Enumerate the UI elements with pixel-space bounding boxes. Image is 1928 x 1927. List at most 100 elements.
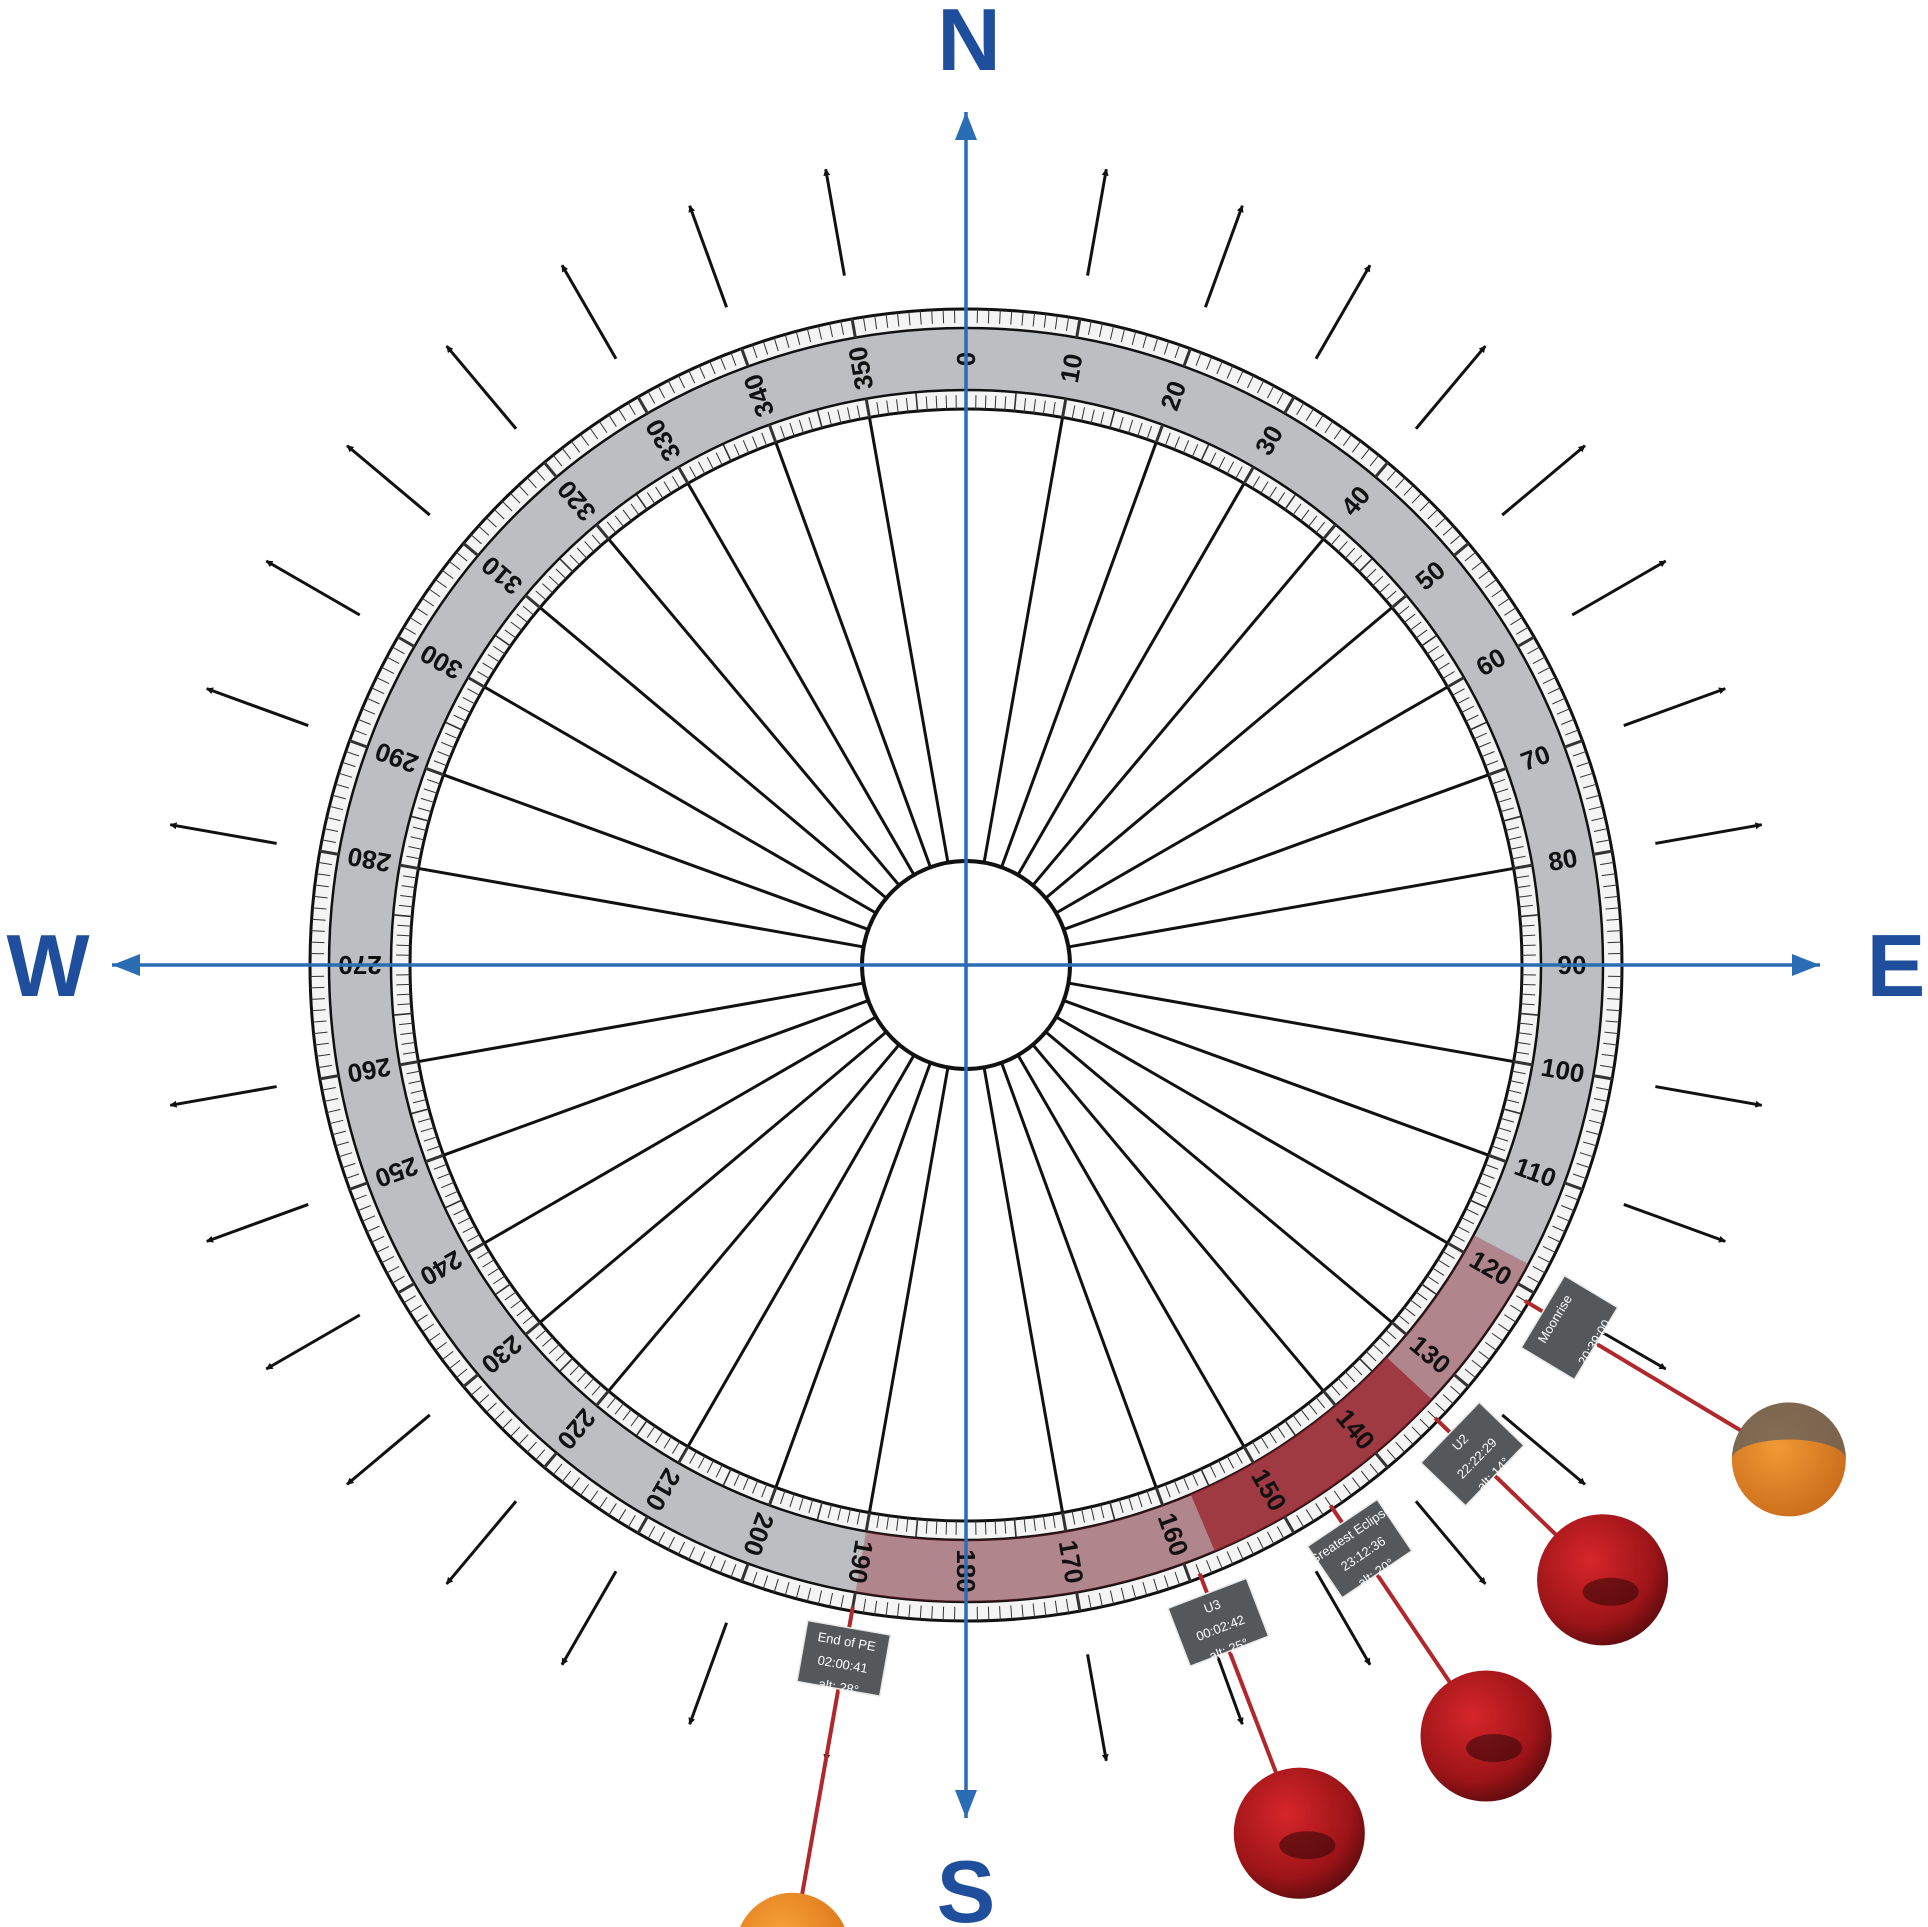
tick-inner-101: [1511, 1070, 1526, 1075]
tick-inner-289: [426, 778, 441, 785]
tick-inner-332: [697, 461, 706, 475]
tick-outer-170: [1075, 1592, 1082, 1612]
tick-outer-320: [543, 461, 558, 478]
tick-inner-48: [1378, 583, 1390, 594]
tick-inner-199: [779, 1490, 786, 1505]
tick-inner-286: [417, 807, 432, 813]
tick-outer-34: [1324, 420, 1334, 434]
tick-outer-95: [1605, 1020, 1620, 1023]
tick-outer-75: [1585, 794, 1600, 800]
tick-half-215: [636, 1419, 648, 1436]
spoke-50: [1044, 606, 1393, 900]
tick-outer-213: [608, 1503, 617, 1516]
tick-outer-311: [470, 534, 482, 545]
tick-inner-344: [808, 416, 814, 431]
tick-outer-24: [1226, 365, 1234, 379]
tick-outer-229: [470, 1385, 482, 1396]
spoke-300: [483, 685, 877, 915]
tick-outer-19: [1174, 344, 1181, 359]
tick-outer-285: [332, 794, 347, 800]
arrow-320: [445, 345, 518, 430]
tick-outer-60: [1516, 635, 1535, 648]
tick-outer-37: [1351, 440, 1362, 453]
tick-inner-51: [1397, 605, 1410, 616]
tick-inner-250: [425, 1153, 445, 1164]
tick-inner-183: [935, 1520, 938, 1535]
tick-inner-302: [482, 662, 495, 671]
tick-inner-162: [1137, 1493, 1143, 1508]
tick-inner-176: [1004, 1519, 1007, 1534]
moon-mare-icon: [1279, 1831, 1336, 1860]
tick-inner-312: [542, 583, 554, 594]
tick-outer-305: [428, 588, 441, 598]
tick-inner-136: [1351, 1364, 1363, 1376]
tick-inner-211: [671, 1441, 681, 1454]
tick-outer-142: [1360, 1470, 1371, 1483]
spoke-40: [1031, 538, 1325, 887]
tick-outer-357: [931, 309, 933, 324]
tick-outer-251: [345, 1173, 360, 1180]
tick-inner-276: [399, 904, 414, 908]
tick-outer-259: [321, 1087, 336, 1091]
tick-inner-61: [1452, 688, 1465, 696]
tick-outer-261: [317, 1064, 332, 1069]
tick-inner-259: [406, 1070, 421, 1075]
tick-inner-119: [1452, 1234, 1465, 1242]
tick-inner-314: [555, 568, 567, 580]
tick-inner-14: [1100, 411, 1105, 426]
tick-outer-228: [478, 1394, 490, 1405]
tick-outer-59: [1516, 626, 1529, 635]
spoke-330: [686, 482, 916, 876]
tick-inner-192: [847, 1508, 851, 1523]
tick-inner-18: [1137, 422, 1143, 437]
tick-inner-349: [856, 405, 861, 420]
tick-outer-77: [1591, 816, 1606, 822]
tick-outer-313: [485, 517, 497, 528]
cardinal-east: E: [1867, 916, 1926, 1015]
tick-outer-260: [319, 1074, 339, 1081]
tick-outer-3: [999, 309, 1001, 324]
event-text-0: U3: [1202, 1596, 1223, 1616]
tick-outer-290: [349, 739, 368, 749]
tick-outer-232: [448, 1359, 461, 1370]
tick-half-325: [636, 494, 648, 511]
tick-inner-63: [1461, 705, 1475, 714]
tick-inner-193: [837, 1506, 842, 1521]
tick-outer-197: [773, 1578, 779, 1593]
tick-outer-166: [1120, 1587, 1126, 1602]
tick-outer-20: [1182, 348, 1192, 367]
tick-inner-34: [1276, 492, 1286, 505]
tick-outer-11: [1088, 320, 1092, 335]
tick-inner-232: [516, 1306, 529, 1317]
tick-outer-16: [1142, 334, 1148, 349]
tick-outer-310: [462, 542, 479, 557]
tick-outer-168: [1098, 1592, 1103, 1607]
tick-inner-287: [420, 797, 435, 803]
tick-outer-214: [598, 1496, 608, 1510]
tick-inner-168: [1081, 1508, 1085, 1523]
tick-outer-314: [493, 508, 505, 520]
tick-outer-319: [535, 469, 546, 481]
tick-outer-41: [1386, 469, 1397, 481]
tick-outer-110: [1564, 1181, 1583, 1191]
tick-inner-340: [767, 424, 778, 444]
tick-inner-39: [1315, 521, 1326, 534]
spoke-260: [418, 981, 864, 1064]
tick-outer-79: [1596, 839, 1611, 843]
tick-outer-322: [561, 447, 572, 460]
tick-inner-233: [510, 1299, 523, 1309]
tick-outer-131: [1450, 1385, 1462, 1396]
tick-outer-195: [795, 1584, 801, 1599]
tick-half-225: [559, 1357, 574, 1372]
tick-outer-82: [1601, 873, 1616, 877]
tick-inner-249: [433, 1163, 448, 1170]
tick-outer-49: [1450, 534, 1462, 545]
tick-outer-50: [1453, 542, 1470, 557]
spoke-10: [982, 417, 1065, 863]
tick-outer-6: [1032, 312, 1036, 327]
tick-outer-139: [1386, 1449, 1397, 1461]
tick-outer-273: [310, 930, 325, 932]
tick-inner-300: [467, 676, 486, 689]
